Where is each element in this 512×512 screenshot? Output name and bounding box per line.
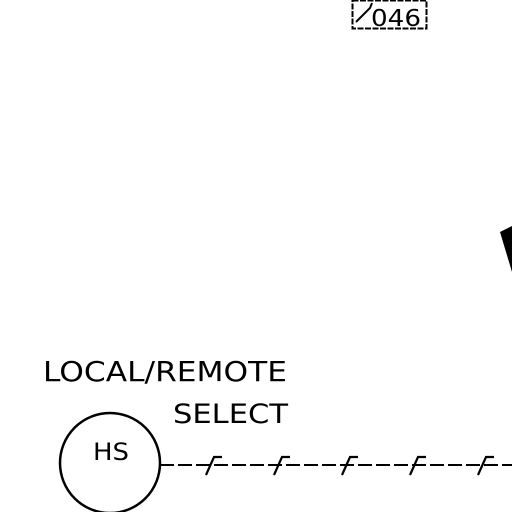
instrument-code: HS xyxy=(93,438,129,466)
tag-box-slash xyxy=(355,2,373,23)
arrowhead-mark xyxy=(500,226,512,272)
tag-box: 046 xyxy=(351,0,428,32)
instrument-bubble: HS xyxy=(58,411,162,512)
signal-hash-mark xyxy=(340,455,358,476)
signal-hash-mark xyxy=(408,455,426,476)
label-select: SELECT xyxy=(173,399,289,430)
signal-hash-mark xyxy=(476,455,494,476)
signal-line xyxy=(160,455,512,476)
label-local-remote: LOCAL/REMOTE xyxy=(43,355,287,388)
tag-box-number: 046 xyxy=(371,6,421,32)
instrument-circle xyxy=(58,411,162,512)
signal-hash-mark xyxy=(272,455,290,476)
tag-box-frame xyxy=(351,0,428,30)
signal-line-hashes xyxy=(204,455,494,476)
signal-hash-mark xyxy=(204,455,222,476)
